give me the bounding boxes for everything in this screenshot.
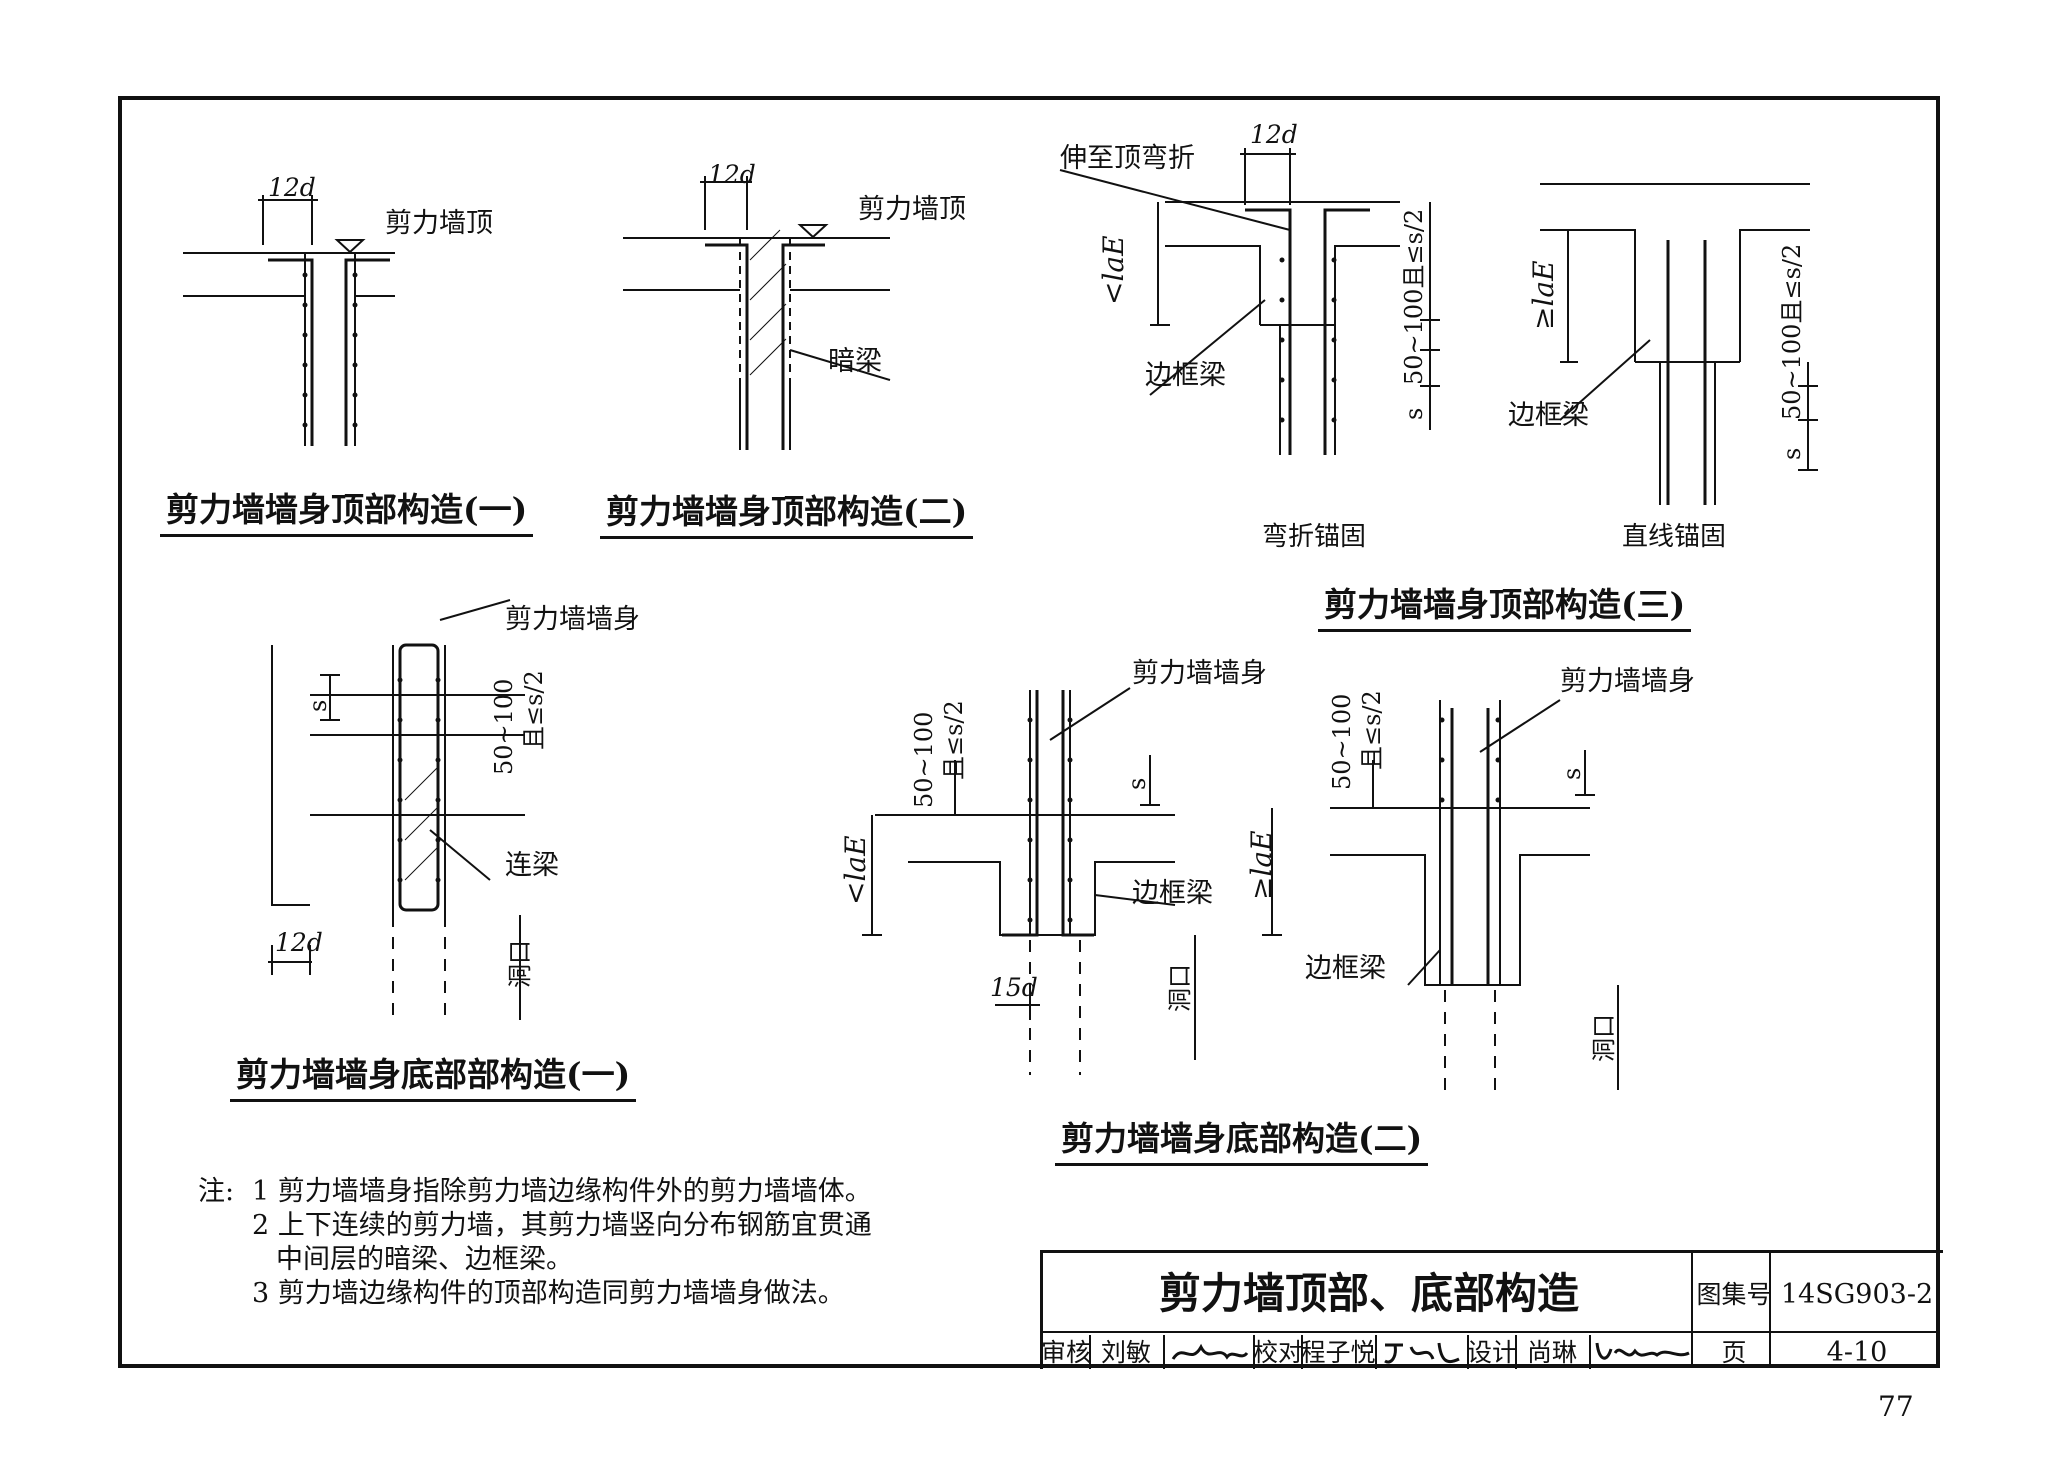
review-label: 审核 bbox=[1041, 1335, 1091, 1369]
note-2: 2 上下连续的剪力墙，其剪力墙竖向分布钢筋宜贯通 bbox=[252, 1210, 872, 1241]
label-opening-b1: 洞口 bbox=[506, 940, 534, 988]
atlas-label: 图集号 bbox=[1696, 1279, 1772, 1309]
dim-spacing-top3-bend: 50~100且≤s/2 bbox=[1400, 208, 1428, 385]
caption-bottom-2: 剪力墙墙身底部构造(二) bbox=[1055, 1122, 1429, 1166]
caption-bottom-1: 剪力墙墙身底部部构造(一) bbox=[230, 1058, 637, 1102]
note-3: 3 剪力墙边缘构件的顶部构造同剪力墙墙身做法。 bbox=[252, 1278, 845, 1309]
note-2-cont: 中间层的暗梁、边框梁。 bbox=[276, 1244, 573, 1275]
checker-name: 程子悦 bbox=[1301, 1335, 1377, 1369]
dim-12d-b1: 12d bbox=[275, 928, 323, 957]
label-straight-anchor: 直线锚固 bbox=[1622, 522, 1727, 552]
notes-prefix: 注: bbox=[198, 1176, 235, 1207]
label-hidden-beam: 暗梁 bbox=[828, 346, 882, 377]
detail-bottom-2-left bbox=[862, 687, 1196, 1075]
label-frame-beam-top3-straight: 边框梁 bbox=[1508, 400, 1589, 431]
reviewer-signature bbox=[1171, 1343, 1249, 1360]
caption-top-3: 剪力墙墙身顶部构造(三) bbox=[1318, 588, 1692, 632]
check-label: 校对 bbox=[1253, 1335, 1303, 1369]
title-block: 剪力墙顶部、底部构造 图集号 14SG903-2 审核 刘敏 校对 程子悦 设计… bbox=[1040, 1250, 1943, 1369]
label-opening-b2-left: 洞口 bbox=[1166, 964, 1194, 1012]
dim-12d-top1: 12d bbox=[268, 173, 316, 202]
detail-top-2 bbox=[623, 176, 891, 450]
note-1: 1 剪力墙墙身指除剪力墙边缘构件外的剪力墙墙体。 bbox=[252, 1176, 872, 1207]
dim-50-100-b2-right: 50~100 bbox=[1328, 693, 1356, 790]
detail-bottom-1 bbox=[268, 599, 525, 1020]
dim-12d-top3: 12d bbox=[1250, 120, 1298, 149]
label-link-beam: 连梁 bbox=[505, 850, 559, 881]
dim-s-top3-straight: s bbox=[1778, 447, 1806, 460]
label-wall-top-1: 剪力墙顶 bbox=[385, 208, 493, 239]
checker-signature bbox=[1384, 1342, 1460, 1364]
dim-s-b2-left: s bbox=[1123, 777, 1151, 790]
label-frame-beam-b2-left: 边框梁 bbox=[1132, 878, 1213, 909]
designer-signature bbox=[1595, 1342, 1690, 1360]
label-frame-beam-b2-right: 边框梁 bbox=[1305, 953, 1386, 984]
dim-qie-b2-left: 且≤s/2 bbox=[940, 700, 968, 780]
caption-top-1: 剪力墙墙身顶部构造(一) bbox=[160, 493, 534, 537]
dim-lae-ge-top3: ≥laE bbox=[1527, 260, 1560, 330]
detail-top-3-bend bbox=[1059, 148, 1440, 455]
label-wall-top-2: 剪力墙顶 bbox=[858, 194, 966, 225]
label-opening-b2-right: 洞口 bbox=[1590, 1014, 1618, 1062]
detail-top-3-straight bbox=[1540, 183, 1818, 505]
atlas-number: 14SG903-2 bbox=[1780, 1278, 1934, 1310]
reviewer-name: 刘敏 bbox=[1089, 1335, 1165, 1369]
dim-lae-lt-b2: <laE bbox=[839, 835, 872, 905]
designer-name: 尚琳 bbox=[1515, 1335, 1591, 1369]
page-label: 页 bbox=[1721, 1337, 1747, 1367]
dim-lae-ge-b2: ≥laE bbox=[1245, 830, 1278, 900]
dim-15d-b2: 15d bbox=[990, 973, 1038, 1002]
dim-12d-top2: 12d bbox=[708, 160, 756, 189]
drawing-frame bbox=[118, 96, 1940, 1368]
label-wall-body-b1: 剪力墙墙身 bbox=[505, 604, 640, 635]
label-bend-anchor: 弯折锚固 bbox=[1262, 522, 1367, 552]
dim-lae-lt-top3: <laE bbox=[1097, 235, 1130, 305]
dim-50-100-b1: 50~100 bbox=[490, 678, 518, 775]
detail-top-1 bbox=[183, 195, 395, 446]
page-number: 77 bbox=[1878, 1390, 1914, 1423]
detail-bottom-2-right bbox=[1262, 699, 1619, 1090]
dim-spacing-top3-straight: 50~100且≤s/2 bbox=[1778, 243, 1806, 420]
label-wall-body-b2-left: 剪力墙墙身 bbox=[1132, 658, 1267, 689]
label-extend-bend: 伸至顶弯折 bbox=[1060, 143, 1195, 174]
dim-50-100-b2-left: 50~100 bbox=[910, 711, 938, 808]
caption-top-2: 剪力墙墙身顶部构造(二) bbox=[600, 495, 974, 539]
design-label: 设计 bbox=[1467, 1335, 1517, 1369]
label-wall-body-b2-right: 剪力墙墙身 bbox=[1560, 666, 1695, 697]
page-ref: 4-10 bbox=[1826, 1336, 1888, 1368]
dim-s-top3-bend: s bbox=[1400, 407, 1428, 420]
label-frame-beam-top3-bend: 边框梁 bbox=[1145, 360, 1226, 391]
dim-qie-b2-right: 且≤s/2 bbox=[1358, 690, 1386, 770]
dim-s-b1: s bbox=[304, 699, 332, 712]
drawing-title: 剪力墙顶部、底部构造 bbox=[1158, 1269, 1579, 1318]
dim-s-b2-right: s bbox=[1558, 767, 1586, 780]
dim-qie-b1: 且≤s/2 bbox=[520, 670, 548, 750]
